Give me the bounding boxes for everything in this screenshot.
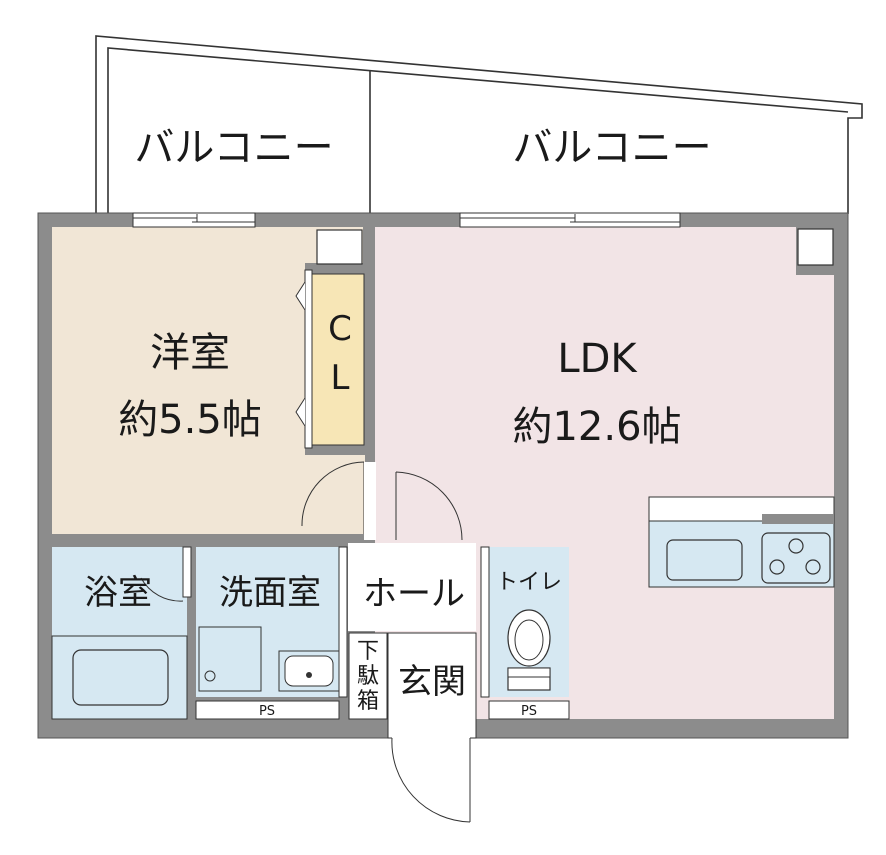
- washroom-door[interactable]: [338, 546, 348, 698]
- hall-floor: [348, 543, 476, 631]
- pillar-left: [316, 229, 363, 265]
- balcony-left-label: バルコニー: [134, 125, 333, 171]
- toilet-name: トイレ: [496, 570, 562, 595]
- kitchen-sink: [666, 539, 743, 581]
- washbasin: [284, 655, 334, 687]
- toilet-bowl: [507, 609, 551, 691]
- ldk-size: 約12.6帖: [512, 404, 681, 450]
- stove: [761, 532, 831, 584]
- shoe-box-char-1: 下: [357, 639, 379, 664]
- washroom-name: 洗面室: [219, 573, 321, 613]
- closet-label-line2: L: [331, 358, 350, 398]
- closet-label-line1: C: [328, 309, 352, 349]
- ps-left-label: PS: [259, 704, 275, 719]
- western-door-swing[interactable]: [301, 461, 365, 527]
- ldk-door-swing[interactable]: [395, 471, 463, 541]
- washing-machine-pan: [198, 626, 262, 692]
- window-western: [132, 212, 256, 228]
- closet-door-left-upper[interactable]: [295, 281, 306, 311]
- western-room-floor: [52, 227, 305, 534]
- ps-right: [488, 700, 570, 720]
- balcony: [95, 35, 863, 214]
- window-ldk: [459, 212, 681, 228]
- hall-name: ホール: [363, 574, 465, 614]
- entrance-door-swing[interactable]: [391, 737, 471, 823]
- ps-right-label: PS: [521, 704, 537, 719]
- drain-icon: [204, 670, 216, 682]
- shoe-box-char-3: 箱: [357, 689, 379, 714]
- toilet-door[interactable]: [480, 546, 490, 698]
- bath-door[interactable]: [182, 546, 192, 598]
- western-room-name: 洋室: [150, 330, 230, 376]
- closet-door-left-lower[interactable]: [295, 397, 306, 427]
- shoe-box: [348, 632, 388, 720]
- pillar-right: [797, 228, 834, 266]
- entrance-name: 玄関: [398, 662, 466, 702]
- balcony-right-label: バルコニー: [512, 125, 711, 171]
- ps-left: [195, 700, 340, 720]
- bath-name: 浴室: [84, 573, 152, 613]
- shoe-box-char-2: 駄: [357, 664, 379, 689]
- ldk-name: LDK: [557, 336, 638, 382]
- bathtub: [72, 649, 169, 706]
- closet-door-track: [304, 269, 313, 449]
- western-room-size: 約5.5帖: [118, 397, 262, 443]
- entrance-floor: [387, 632, 477, 739]
